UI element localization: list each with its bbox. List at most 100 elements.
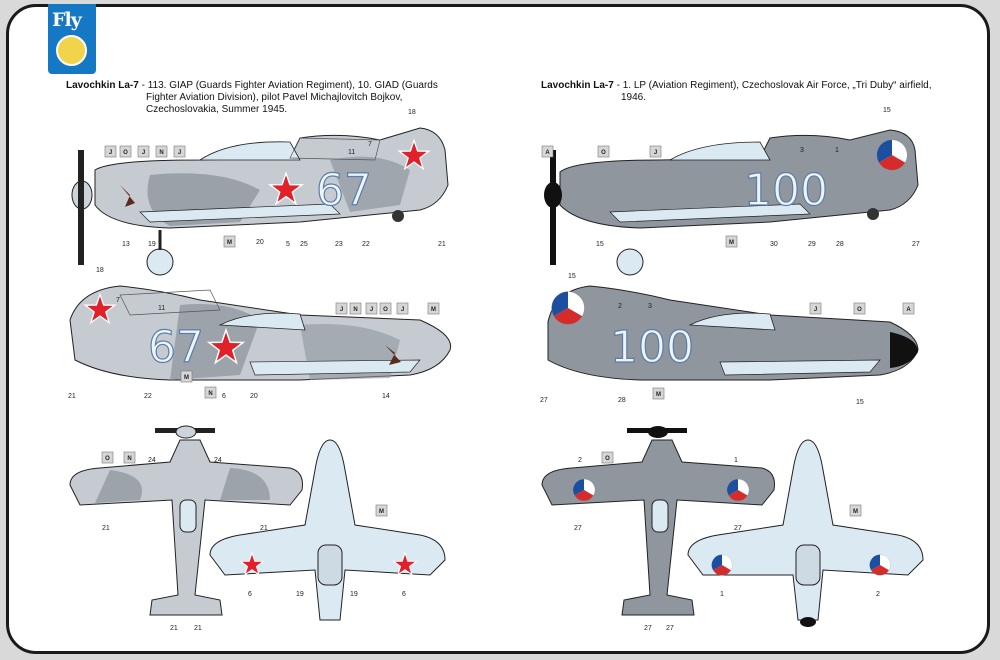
stencil-box: M [427, 302, 440, 315]
svg-text:J: J [178, 150, 181, 156]
callout-number: 21 [102, 525, 110, 532]
svg-text:J: J [814, 307, 817, 313]
czech-roundel-icon [876, 139, 908, 171]
logo-badge-icon [56, 35, 87, 66]
svg-text:J: J [654, 150, 657, 156]
stencil-box: J [396, 302, 409, 315]
stencil-box: A [541, 145, 554, 158]
callout-number: 18 [408, 109, 416, 116]
stencil-box: N [349, 302, 362, 315]
stencil-box: M [375, 504, 388, 517]
right-code-2: 100 [610, 322, 694, 373]
stencil-box: J [104, 145, 117, 158]
right-top-view [541, 426, 775, 616]
callout-number: 7 [368, 141, 372, 148]
callout-number: 19 [350, 591, 358, 598]
czech-roundel-icon [711, 554, 733, 576]
callout-number: 1 [835, 147, 839, 154]
left-code-2: 67 [148, 322, 204, 373]
callout-number: 25 [300, 241, 308, 248]
stencil-box: J [173, 145, 186, 158]
callout-number: 14 [382, 393, 390, 400]
right-underside-view [687, 439, 924, 627]
callout-number: 3 [648, 303, 652, 310]
callout-number: 30 [770, 241, 778, 248]
svg-text:N: N [353, 307, 357, 313]
right-caption: Lavochkin La-7 - 1. LP (Aviation Regimen… [541, 80, 961, 104]
stencil-box: O [101, 451, 114, 464]
left-caption: Lavochkin La-7 - 113. GIAP (Guards Fight… [66, 80, 456, 116]
czech-roundel-icon [726, 478, 750, 502]
svg-text:O: O [105, 456, 110, 462]
callout-number: 15 [596, 241, 604, 248]
svg-text:N: N [159, 150, 163, 156]
svg-text:J: J [142, 150, 145, 156]
callout-number: 28 [618, 397, 626, 404]
svg-text:A: A [906, 307, 911, 313]
right-caption-line2: 1946. [621, 92, 647, 103]
stencil-box: M [223, 235, 236, 248]
svg-text:M: M [184, 375, 189, 381]
czech-roundel-icon [572, 478, 596, 502]
svg-text:O: O [383, 307, 388, 313]
stencil-box: N [155, 145, 168, 158]
stencil-box: M [849, 504, 862, 517]
callout-number: 21 [194, 625, 202, 632]
callout-number: 2 [876, 591, 880, 598]
callout-number: 27 [734, 525, 742, 532]
stencil-box: O [379, 302, 392, 315]
svg-text:J: J [340, 307, 343, 313]
stencil-box: O [119, 145, 132, 158]
svg-text:M: M [853, 509, 858, 515]
svg-text:A: A [545, 150, 550, 156]
callout-number: 18 [96, 267, 104, 274]
callout-number: 27 [540, 397, 548, 404]
left-code-1: 67 [316, 165, 372, 216]
callout-number: 15 [568, 273, 576, 280]
callout-number: 11 [348, 149, 355, 156]
svg-text:O: O [601, 150, 606, 156]
svg-text:J: J [109, 150, 112, 156]
stencil-box: N [123, 451, 136, 464]
callout-number: 29 [808, 241, 816, 248]
fly-logo: Fly [48, 4, 96, 74]
left-top-view [69, 425, 303, 616]
callout-number: 6 [222, 393, 226, 400]
callout-number: 21 [68, 393, 76, 400]
left-side-view-1: 67 [71, 127, 449, 276]
callout-number: 6 [402, 591, 406, 598]
right-side-view-1: 100 [544, 129, 919, 276]
callout-number: 1 [734, 457, 738, 464]
right-side-view-2: 100 [547, 285, 919, 381]
svg-text:N: N [127, 456, 131, 462]
callout-number: 20 [256, 239, 264, 246]
svg-text:M: M [656, 392, 661, 398]
left-caption-line3: Czechoslovakia, Summer 1945. [146, 104, 288, 115]
callout-number: 19 [296, 591, 304, 598]
stencil-box: O [597, 145, 610, 158]
right-code-1: 100 [744, 165, 828, 216]
stencil-box: J [365, 302, 378, 315]
left-underside-view [209, 439, 446, 621]
callout-number: 5 [286, 241, 290, 248]
callout-number: 22 [362, 241, 370, 248]
callout-number: 20 [250, 393, 258, 400]
callout-number: 27 [574, 525, 582, 532]
svg-text:O: O [605, 456, 610, 462]
czech-roundel-icon [551, 291, 585, 325]
callout-number: 15 [883, 107, 891, 114]
callout-number: 19 [148, 241, 156, 248]
callout-number: 6 [248, 591, 252, 598]
callout-number: 27 [666, 625, 674, 632]
stencil-box: N [204, 386, 217, 399]
svg-text:M: M [729, 240, 734, 246]
callout-number: 15 [856, 399, 864, 406]
stencil-box: J [137, 145, 150, 158]
callout-number: 24 [148, 457, 156, 464]
svg-text:O: O [123, 150, 128, 156]
stencil-box: O [601, 451, 614, 464]
callout-number: 11 [158, 305, 165, 312]
callout-number: 1 [720, 591, 724, 598]
stencil-box: M [652, 387, 665, 400]
